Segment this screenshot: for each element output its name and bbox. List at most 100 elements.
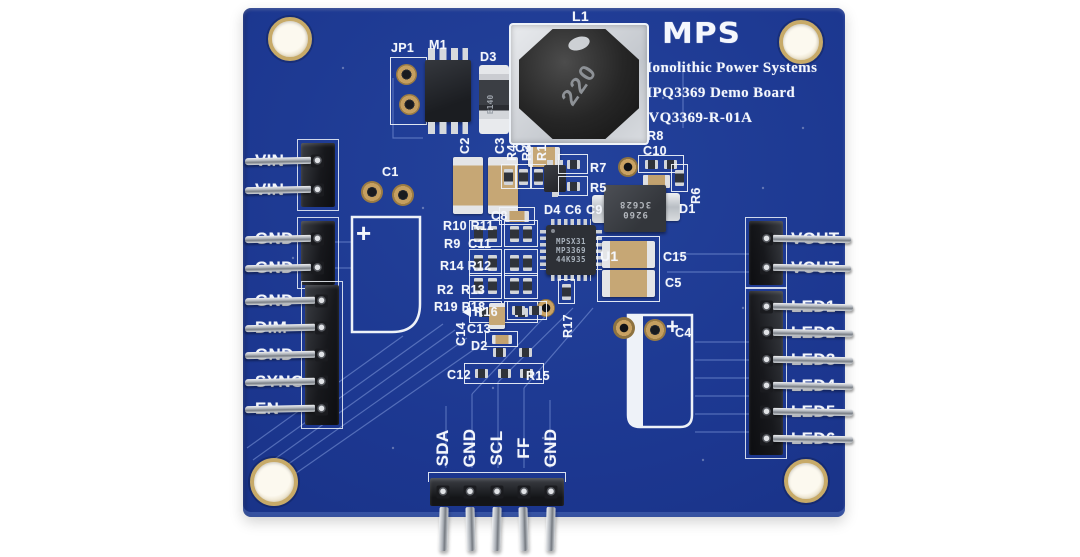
header-pin-row[interactable]: LED1	[749, 294, 854, 320]
header-pin-row[interactable]: LED6	[749, 426, 854, 452]
refdes-d1: D1	[679, 202, 696, 216]
refdes-r3: R3	[520, 144, 534, 161]
refdes-c8: C8	[491, 209, 508, 223]
c4-pad-2	[644, 319, 666, 341]
header-pin[interactable]	[244, 350, 316, 360]
header-pin[interactable]	[518, 506, 529, 552]
pin-socket[interactable]	[760, 353, 773, 367]
header-i2c[interactable]: SDA GND SCL FF GND	[428, 412, 566, 557]
smd-d2a	[493, 348, 506, 357]
header-pin-row[interactable]: LED2	[749, 320, 854, 346]
pin-socket[interactable]	[544, 485, 558, 499]
header-pin[interactable]	[772, 381, 854, 391]
header-pin[interactable]	[244, 234, 312, 243]
header-pin-column[interactable]: GND	[537, 412, 564, 557]
header-led[interactable]: LED1 LED2 LED3 LED4 LED5 LED6	[745, 287, 854, 459]
smd-x1	[509, 254, 519, 271]
refdes-r10-r11: R10 R11	[443, 219, 494, 233]
header-pin[interactable]	[772, 355, 854, 365]
header-pin[interactable]	[772, 263, 852, 272]
header-pin[interactable]	[244, 185, 312, 194]
pin-socket[interactable]	[315, 402, 328, 416]
pin-socket[interactable]	[311, 183, 324, 196]
header-pin-row[interactable]: GND	[244, 224, 335, 253]
via-hole-1	[618, 157, 638, 177]
refdes-c6: C6	[565, 203, 582, 217]
header-vin[interactable]: VIN VIN	[244, 139, 339, 211]
header-pin[interactable]	[772, 408, 854, 417]
header-pin-row[interactable]: SYNC	[244, 368, 339, 395]
pin-socket[interactable]	[760, 261, 773, 274]
header-pin[interactable]	[772, 234, 852, 243]
c13-row-outline	[485, 331, 518, 347]
pin-socket[interactable]	[315, 348, 328, 362]
jp1-pad-1[interactable]	[396, 64, 417, 85]
pin-socket[interactable]	[760, 326, 773, 340]
header-pin[interactable]	[772, 434, 854, 443]
u1-pin1-dot	[551, 229, 555, 233]
header-pin-row[interactable]: GND	[244, 253, 335, 282]
header-vout[interactable]: VOUT VOUT	[745, 217, 852, 289]
pin-socket[interactable]	[760, 379, 773, 393]
pin-socket[interactable]	[760, 300, 773, 314]
header-pin-row[interactable]: VIN	[244, 146, 335, 175]
header-pin[interactable]	[772, 329, 854, 338]
header-pin[interactable]	[491, 506, 503, 552]
pin-socket[interactable]	[760, 405, 773, 419]
header-body	[301, 221, 335, 285]
inductor-highlight	[566, 33, 592, 54]
smd-c13b	[491, 334, 512, 344]
header-pin-row[interactable]: GND	[244, 288, 339, 315]
pin-socket[interactable]	[315, 375, 328, 389]
pin-socket[interactable]	[490, 485, 504, 499]
header-pin[interactable]	[244, 156, 312, 165]
c1-pad-2	[392, 184, 414, 206]
header-pin[interactable]	[244, 377, 316, 387]
header-pin-column[interactable]: GND	[457, 412, 484, 557]
header-gnd[interactable]: GND GND	[244, 217, 339, 289]
header-control[interactable]: GND DIM GND SYNC EN	[244, 281, 343, 429]
header-pin[interactable]	[244, 404, 316, 413]
header-pin[interactable]	[465, 506, 476, 552]
refdes-r5: R5	[590, 181, 607, 195]
pin-socket[interactable]	[315, 294, 328, 308]
header-pin[interactable]	[438, 506, 449, 552]
header-pin-column[interactable]: FF	[510, 412, 537, 557]
pin-socket[interactable]	[760, 232, 773, 245]
header-pin[interactable]	[545, 506, 556, 552]
header-pin-row[interactable]: LED3	[749, 347, 854, 373]
pin-socket[interactable]	[311, 154, 324, 167]
pin-label: GND	[540, 428, 560, 468]
c4-pad-1	[613, 317, 635, 339]
pin-socket[interactable]	[517, 485, 531, 499]
smd-r1	[534, 168, 543, 185]
header-pin-row[interactable]: VOUT	[749, 224, 852, 253]
header-pin-row[interactable]: DIM	[244, 315, 339, 342]
smd-x3	[509, 278, 519, 294]
header-pin-row[interactable]: LED4	[749, 373, 854, 399]
header-pin-row[interactable]: VIN	[244, 175, 335, 204]
mounting-hole-top-right	[779, 20, 823, 64]
pin-socket[interactable]	[311, 232, 324, 245]
header-pin-column[interactable]: SDA	[430, 412, 457, 557]
header-pin-row[interactable]: LED5	[749, 399, 854, 425]
c12-row-outline	[464, 363, 544, 384]
header-pin-row[interactable]: EN	[244, 395, 339, 422]
pin-socket[interactable]	[311, 261, 324, 274]
pin-socket[interactable]	[436, 485, 450, 499]
jp1-pad-2[interactable]	[399, 94, 420, 115]
pin-socket[interactable]	[760, 432, 773, 446]
header-pin[interactable]	[244, 263, 312, 272]
bank-box-1	[469, 220, 502, 247]
header-pin-row[interactable]: GND	[244, 342, 339, 369]
header-pin-column[interactable]: SCL	[484, 412, 511, 557]
refdes-r2-r13: R2 R13	[437, 283, 485, 297]
pin-socket[interactable]	[463, 485, 477, 499]
header-pin[interactable]	[772, 302, 854, 312]
pin-socket[interactable]	[315, 321, 328, 335]
header-pin-row[interactable]: VOUT	[749, 253, 852, 282]
smd-r7	[566, 159, 580, 169]
